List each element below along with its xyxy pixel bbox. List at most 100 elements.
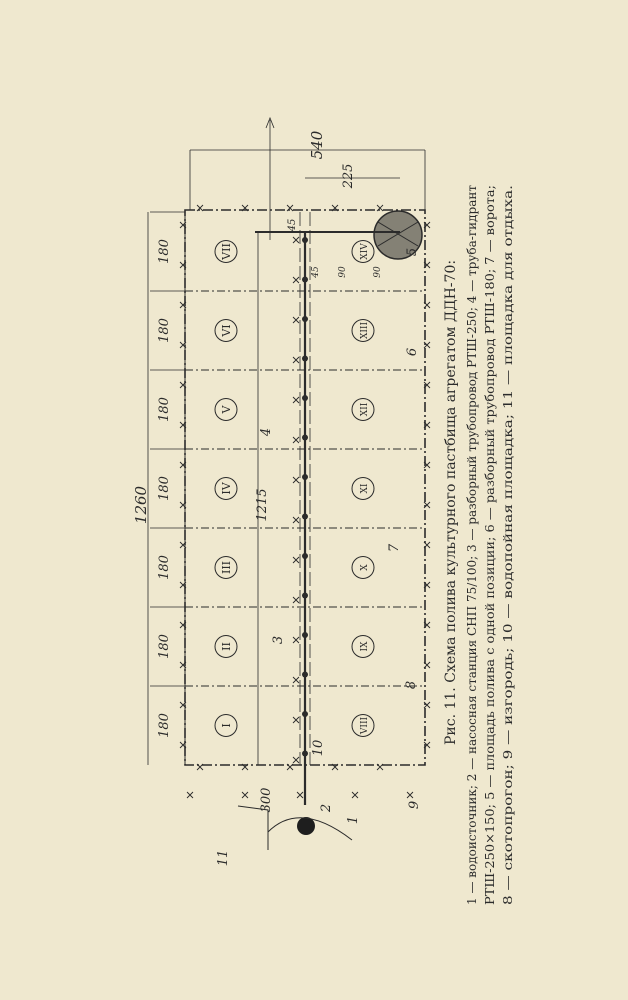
fence-x-marker	[292, 716, 300, 724]
hydrant-dot	[302, 711, 308, 717]
fence-x-marker	[423, 661, 431, 669]
segment-dimension-label: 180	[157, 397, 172, 422]
callout-number: 1	[346, 816, 361, 824]
fence-x-marker	[376, 204, 384, 212]
paddock-marker-top	[214, 477, 238, 500]
fence-x-marker	[292, 236, 300, 244]
paddock-label-top: IV	[220, 481, 233, 494]
segment-dimension-label: 180	[157, 634, 172, 659]
fence-x-marker	[296, 791, 304, 799]
hydrant-dot	[302, 632, 308, 638]
fence-x-marker	[196, 204, 204, 212]
paddock-label-top: III	[220, 561, 233, 574]
dim-offset: 300	[259, 788, 274, 813]
callout-number: 9	[407, 801, 422, 809]
paddock-label-top: II	[220, 642, 233, 651]
fence-x-marker	[286, 763, 294, 771]
dim-half-width: 225	[341, 164, 356, 190]
fence-x-marker	[423, 221, 431, 229]
dimension-labels: 1260 1215 300 540 225 45 90 90 45	[132, 130, 383, 812]
fence-x-marker	[179, 261, 187, 269]
fence-x-marker	[179, 221, 187, 229]
fence-x-marker	[423, 301, 431, 309]
hydrant-dot	[302, 553, 308, 559]
fence-x-marker	[292, 356, 300, 364]
hydrant-dot	[302, 513, 308, 520]
fence-x-marker	[241, 204, 249, 212]
fence-x-marker	[179, 581, 187, 589]
paddock-label-bottom: XI	[360, 483, 370, 493]
segment-ticks	[150, 211, 185, 687]
paddock-marker-bottom	[351, 714, 375, 737]
hydrant-dot	[302, 237, 308, 243]
paddock-marker-bottom	[351, 635, 375, 658]
fence-x-marker	[423, 501, 431, 509]
dim-small-90: 90	[338, 266, 348, 278]
fence-x-marker	[179, 461, 187, 469]
water-source-icon	[297, 817, 315, 835]
segment-dimension-label: 180	[157, 476, 172, 501]
hydrant-dot	[302, 276, 308, 283]
paddock-label-top: V	[220, 404, 233, 414]
fence-x-marker	[423, 741, 431, 749]
fence-x-marker	[292, 316, 300, 324]
fence-x-marker	[292, 436, 300, 444]
sprinkler-hatch-2	[377, 221, 419, 247]
sprinkler-area-circle	[373, 210, 423, 260]
hydrant-dot	[302, 750, 308, 757]
figure-caption: Рис. 11. Схема полива культурного пастби…	[443, 260, 459, 745]
paddock-label-bottom: XIII	[360, 322, 370, 340]
fence-x-marker	[179, 661, 187, 669]
fence-x-marker	[331, 763, 339, 771]
paddock-label-bottom: VIII	[360, 716, 370, 735]
fence-x-marker	[196, 763, 204, 771]
hydrant-dot	[302, 434, 308, 441]
fence-x-marker	[292, 596, 300, 604]
paddock-marker-bottom	[351, 240, 375, 263]
fence-x-marker	[423, 461, 431, 469]
legend-line-3: 8 — скотопрогон; 9 — изгородь; 10 — водо…	[501, 185, 515, 905]
paddock-label-top: I	[220, 723, 233, 727]
dim-total-width: 540	[308, 130, 326, 159]
paddock-marker-top	[214, 319, 238, 342]
hydrant-dot	[302, 592, 308, 599]
fence-x-marker	[179, 541, 187, 549]
fence-x-marker	[292, 476, 300, 484]
callout-number: 6	[405, 348, 420, 356]
callout-number: 2	[319, 804, 334, 813]
callout-number: 11	[216, 850, 231, 867]
fence-x-marker	[292, 276, 300, 284]
dim-small-45: 45	[311, 266, 321, 279]
segment-dimension-label: 180	[157, 555, 172, 580]
fence-x-marker	[292, 556, 300, 564]
segment-dimension-label: 180	[157, 318, 172, 343]
paddock-marker-bottom	[351, 398, 375, 421]
callout-number: 3	[271, 636, 286, 644]
fence-x-marker	[423, 261, 431, 269]
paddock-marker-bottom	[351, 477, 375, 500]
fence-x-marker	[179, 421, 187, 429]
fence-x-marker	[423, 621, 431, 629]
fence-x-marker	[179, 381, 187, 389]
fence-x-marker	[423, 541, 431, 549]
paddock-marker-top	[214, 714, 238, 737]
water-source-outline	[267, 817, 353, 841]
callout-number: 4	[259, 428, 274, 437]
fence-x-marker	[286, 204, 294, 212]
fence-x-marker	[179, 701, 187, 709]
pasture-plan-drawing	[147, 116, 431, 850]
fence-x-marker	[292, 676, 300, 684]
hydrant-dot	[302, 355, 308, 362]
legend-line-2: РТШ-250×150; 5 — площадь полива с одной …	[483, 185, 497, 905]
fence-x-marker	[292, 756, 300, 764]
hydrant-dot	[302, 395, 308, 401]
paddock-marker-bottom	[351, 556, 375, 579]
fence-x-marker	[292, 516, 300, 524]
fence-x-marker	[423, 381, 431, 389]
dim-total-length: 1260	[132, 485, 150, 524]
fence-x-marker	[292, 636, 300, 644]
fence-x-marker	[179, 341, 187, 349]
